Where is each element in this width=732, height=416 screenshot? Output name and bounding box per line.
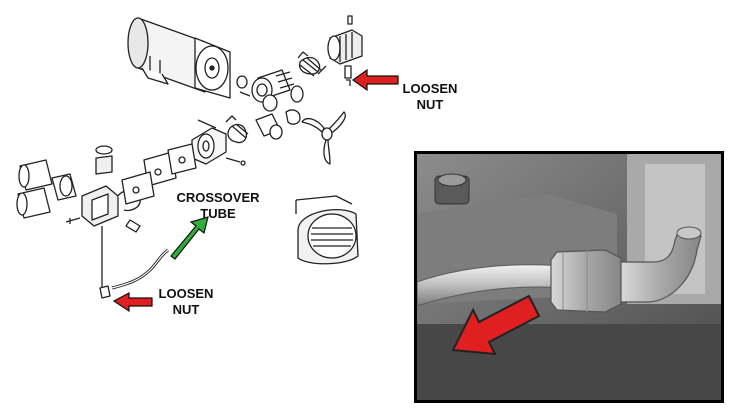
tube-label-line: TUBE xyxy=(200,206,236,221)
loosen-label-line: LOOSEN xyxy=(158,286,214,301)
red-arrow-icon xyxy=(451,294,541,356)
crossover-tube-label: CROSSOVER TUBE xyxy=(172,190,264,222)
loosen-label-line: LOOSEN xyxy=(402,81,458,96)
crossover-tube xyxy=(111,248,169,290)
pump-head-part xyxy=(327,15,363,86)
crossover-label-line: CROSSOVER xyxy=(176,190,260,205)
motor-part xyxy=(127,17,231,99)
seal-parts xyxy=(191,109,301,166)
nut-label-line: NUT xyxy=(172,302,200,317)
fan-part xyxy=(301,111,346,165)
nut-closeup-photo xyxy=(414,151,724,403)
pump-housing-parts xyxy=(16,143,197,299)
red-arrow-icon xyxy=(112,292,153,313)
loosen-nut-label-top: LOOSEN NUT xyxy=(394,81,466,113)
loosen-nut-label-bottom: LOOSEN NUT xyxy=(150,286,222,318)
coupling-parts xyxy=(236,51,322,112)
nut-label-line: NUT xyxy=(416,97,444,112)
red-arrow-icon xyxy=(351,68,399,92)
fan-cover-part xyxy=(297,209,359,265)
green-arrow-icon xyxy=(170,216,209,260)
